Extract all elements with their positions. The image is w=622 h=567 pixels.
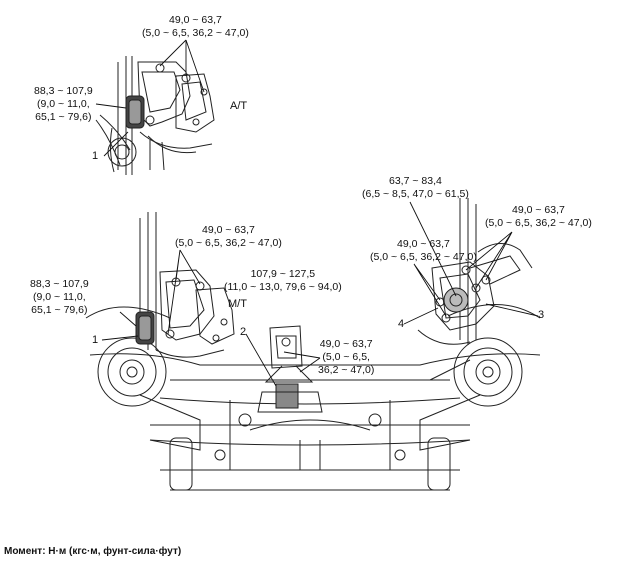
label-at: A/T	[230, 100, 248, 112]
torque-units-note: Момент: Н·м (кгс·м, фунт-сила·фут)	[4, 546, 182, 557]
roll-rod-mount	[257, 325, 323, 413]
callout-1-top: 1	[92, 150, 99, 162]
leader-lines	[95, 39, 539, 387]
mt-mount-assembly	[135, 269, 235, 358]
label-right-mid-torque: 49,0 ~ 63,7 (5,0 ~ 6,5, 36,2 ~ 47,0)	[370, 238, 477, 263]
label-right-center-torque: 63,7 ~ 83,4 (6,5 ~ 8,5, 47,0 ~ 61,5)	[362, 175, 469, 200]
label-mid-left-bolts-torque: 49,0 ~ 63,7 (5,0 ~ 6,5, 36,2 ~ 47,0)	[175, 224, 282, 249]
callout-4: 4	[398, 318, 405, 330]
label-center-torque: 107,9 ~ 127,5 (11,0 ~ 13,0, 79,6 ~ 94,0)	[224, 268, 342, 293]
at-mount-assembly	[95, 56, 215, 175]
transaxle-mount	[417, 243, 533, 381]
callout-2: 2	[240, 326, 247, 338]
label-mid-left-torque: 88,3 ~ 107,9 (9,0 ~ 11,0, 65,1 ~ 79,6)	[30, 278, 89, 316]
label-mt: M/T	[228, 298, 247, 310]
label-top-bolts-torque: 49,0 ~ 63,7 (5,0 ~ 6,5, 36,2 ~ 47,0)	[142, 14, 249, 39]
callout-1-mid: 1	[92, 334, 99, 346]
label-center-bolts-torque: 49,0 ~ 63,7 (5,0 ~ 6,5, 36,2 ~ 47,0)	[318, 338, 375, 376]
label-top-left-torque: 88,3 ~ 107,9 (9,0 ~ 11,0, 65,1 ~ 79,6)	[34, 85, 93, 123]
label-right-far-torque: 49,0 ~ 63,7 (5,0 ~ 6,5, 36,2 ~ 47,0)	[485, 204, 592, 229]
callout-3: 3	[538, 309, 545, 321]
